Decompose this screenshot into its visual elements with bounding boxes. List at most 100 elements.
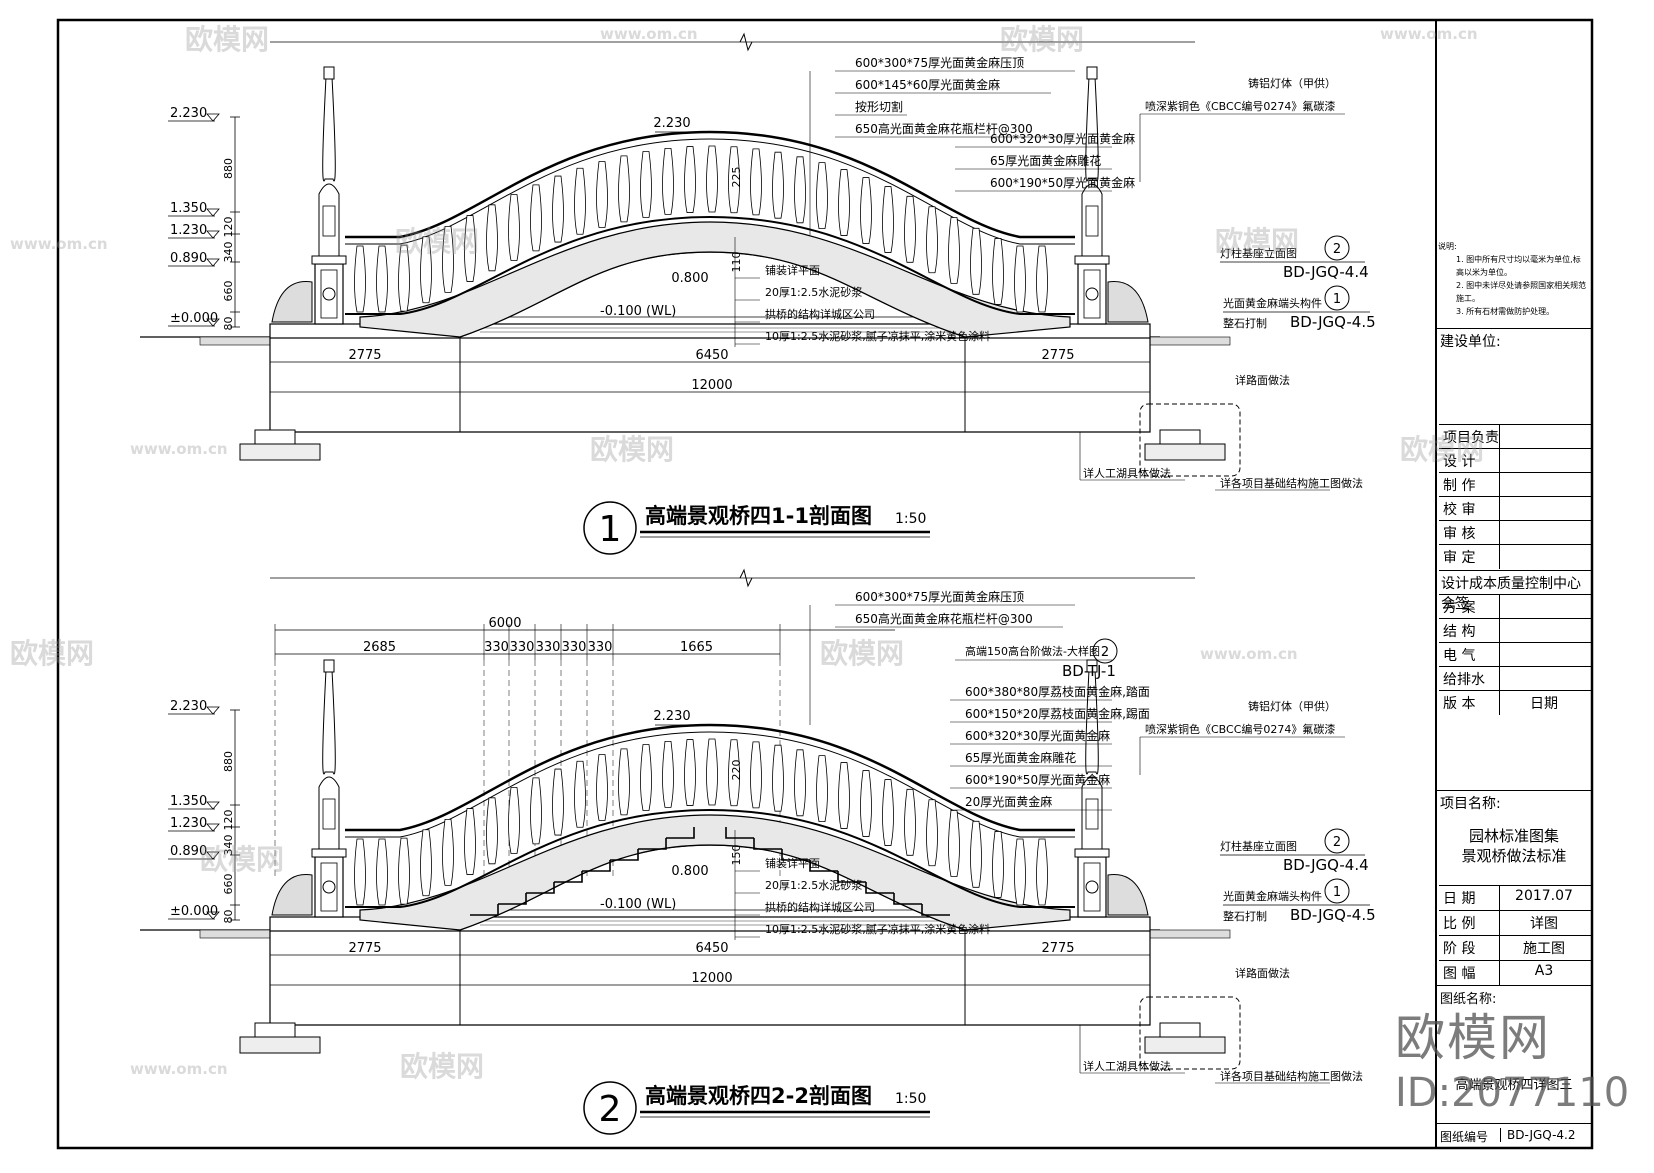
dim-vertical: 340 [222,242,235,263]
step-right [865,882,894,894]
baluster [992,831,1004,898]
titleblock-row-separator [1499,619,1500,643]
elev-marker [206,911,220,920]
drawing-name-label: 图纸名称: [1440,992,1497,1007]
drawing-name: 高端景观桥四详图三 [1455,1078,1573,1093]
elev-label: 1.350 [170,201,207,216]
project-name-2: 景观桥做法标准 [1461,847,1567,865]
baluster [882,186,894,253]
step-right [753,838,782,850]
baluster [860,177,872,244]
baluster [970,227,982,295]
titleblock-row-label: 图 幅 [1443,966,1476,982]
lamp-head [1086,66,1098,80]
baluster [794,156,806,224]
titleblock-row-label: 审 定 [1443,550,1476,566]
dim-vertical: 80 [222,317,235,331]
lamp-cap [1074,255,1110,265]
ref-1-label: 灯柱基座立面图 [1220,246,1297,260]
titleblock-row-value: 施工图 [1523,941,1565,957]
footing-right [1159,1022,1201,1038]
note-2: 2. 图中未详尽处请参照国家相关规范施工。 [1456,281,1587,303]
dim-total: 12000 [691,971,732,986]
water-level: -0.100 (WL) [600,897,676,912]
baluster [442,818,454,886]
baluster [574,760,586,828]
step-left [638,838,667,850]
titleblock-row: 给排水 [1439,666,1591,691]
titleblock-row-separator [1499,521,1500,545]
arch-deck-body [359,814,1071,931]
dim-vertical: 880 [222,158,235,179]
detail-callout-box [1139,996,1241,1070]
section-number-circle [583,1081,637,1135]
arch-elevation: 0.800 [671,864,708,879]
lamp-post-lower [1081,183,1103,257]
step-left [498,893,527,905]
step-left [666,827,695,839]
titleblock-row-separator [1499,425,1500,449]
lamp-base [1077,856,1107,918]
titleblock-row-label: 方 案 [1443,600,1476,616]
lamp-base [314,263,344,325]
lamp-base-panel [1083,269,1101,319]
dim-top-row: 330 [562,640,587,655]
baluster [904,195,916,263]
arch-elevation: 0.800 [671,271,708,286]
sheet-frame [56,18,1594,1150]
crown-elevation: 2.230 [653,116,690,131]
titleblock-row-separator [1499,911,1500,936]
baluster [948,810,960,877]
dim-span-left: 2775 [348,941,381,956]
ref-2-circle [1324,285,1350,311]
baluster [640,744,652,811]
callout-mid: 20厚1:2.5水泥砂浆 [765,285,862,299]
baluster [772,744,784,812]
dim-span-right: 2775 [1041,348,1074,363]
lamp-cap [311,255,347,265]
bottom-note-1: 详人工湖具体做法 [1083,1059,1171,1073]
baluster [816,162,828,230]
callout-mid: 铺装详平面 [765,856,820,870]
watermark-site-1: www.om.cn [600,25,698,43]
step-right [921,904,950,916]
step-right [809,860,838,872]
footing-left [254,429,296,445]
watermark-5: 欧模网 [590,433,675,466]
lamp-post-lower [1081,776,1103,850]
baluster [948,217,960,284]
dim-span-left: 2775 [348,348,381,363]
section-number-circle [583,501,637,555]
ref-2-num: 1 [1333,292,1341,307]
section-title: 高端景观桥四2-2剖面图 [645,1084,872,1108]
titleblock-row: 电 气 [1439,642,1591,667]
lamp-note-1: 铸铝灯体（甲供） [1248,699,1336,713]
titleblock-row-separator [1499,961,1500,986]
elev-marker [206,208,220,217]
crown-elevation: 2.230 [653,709,690,724]
baluster [552,768,564,836]
step-left [610,849,639,861]
lamp-post-lower [318,776,340,850]
titleblock-row-separator [1499,936,1500,961]
elev-label: 2.230 [170,699,207,714]
railing-base [345,808,1075,908]
callout-top: 600*190*50厚光面黄金麻 [965,772,1110,787]
lamp-post-panel [322,798,336,830]
brand-watermark: 欧模网 [1395,1009,1551,1067]
ground-hatch-left [199,336,271,346]
drawing-no-label: 图纸编号 [1440,1130,1489,1144]
baluster [508,194,520,261]
ground-hatch-left [199,929,271,939]
lamp-base-ornament [1085,880,1099,894]
titleblock-row-separator [1499,473,1500,497]
callout-top: 600*145*60厚光面黄金麻 [855,77,1000,92]
baluster [926,206,938,274]
titleblock-row-label: 结 构 [1443,624,1476,640]
watermark-site-5: www.om.cn [1200,645,1298,663]
callout-top: 600*380*80厚荔枝面黄金麻,踏面 [965,684,1150,699]
titleblock-row-label: 设 计 [1443,454,1476,470]
titleblock: 说明: 1. 图中所有尺寸均以毫米为单位,标高以米为单位。 2. 图中未详尽处请… [1436,20,1592,1148]
titleblock-row-label: 电 气 [1443,648,1476,664]
titleblock-row: 阶 段施工图 [1439,935,1591,961]
